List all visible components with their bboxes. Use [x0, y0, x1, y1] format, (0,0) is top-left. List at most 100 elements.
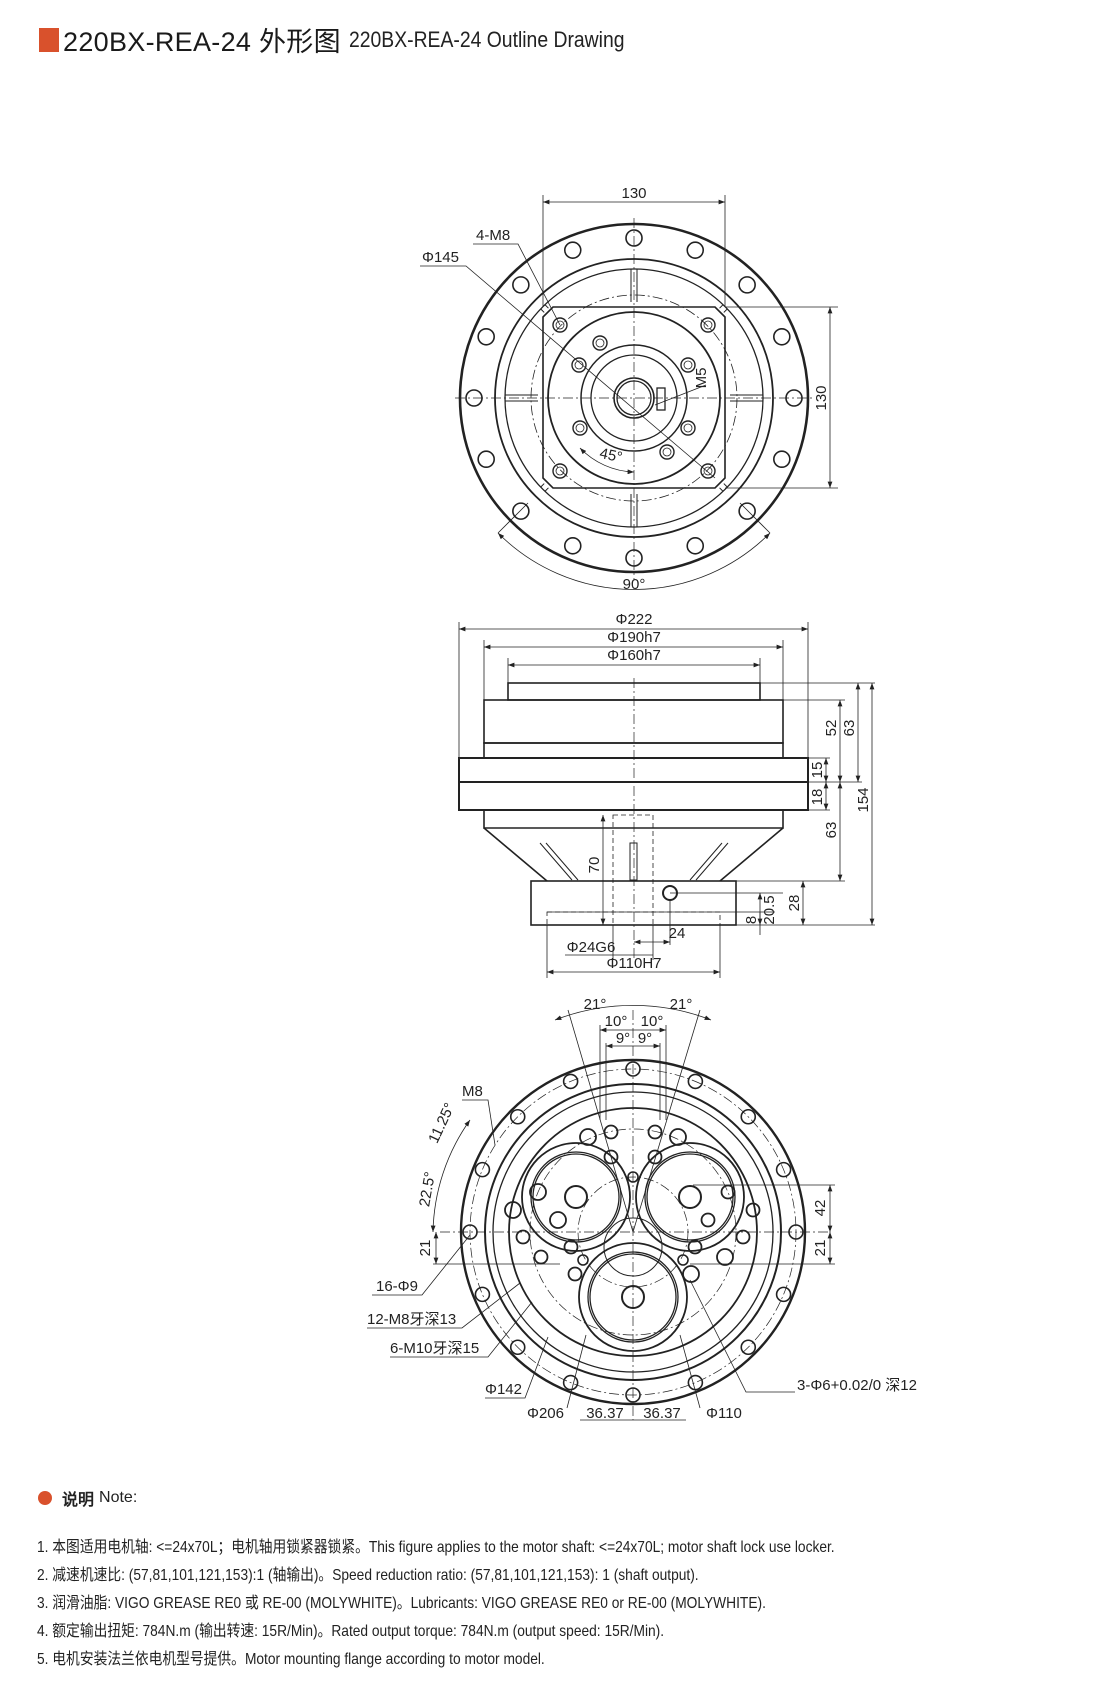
tapped-hole [579, 1128, 597, 1146]
tapped-hole [716, 1248, 734, 1266]
bolt-hole-phi9 [775, 1161, 792, 1178]
bolt-hole-phi9 [740, 1339, 757, 1356]
taper-housing [483, 827, 784, 882]
dim-width-130: 130 [621, 185, 646, 202]
top-view [420, 195, 838, 590]
small-hole-inner [595, 338, 605, 348]
angle-9-left: 9° [616, 1030, 630, 1047]
bolt-hole [738, 276, 756, 294]
title-cn: 220BX-REA-24 外形图 [63, 27, 341, 57]
dim-24: 24 [669, 925, 686, 942]
label-m5: M5 [693, 368, 710, 389]
angle-10-right: 10° [641, 1013, 664, 1030]
small-hole-inner [574, 360, 584, 370]
notes-heading-cn: 说明 [62, 1492, 95, 1509]
small-hole [592, 335, 608, 351]
m8-hole [700, 463, 716, 479]
tapped-hole [735, 1229, 751, 1245]
small-hole-inner [662, 447, 672, 457]
top-view-labels: 130 130 4-M8 Φ145 M5 45° 90° [422, 185, 830, 593]
tapped-holes [504, 1124, 761, 1283]
dim-52: 52 [823, 720, 840, 737]
dim-21-left: 21 [417, 1240, 434, 1257]
spoke [719, 487, 724, 492]
bolt-hole-phi9 [474, 1286, 491, 1303]
small-hole-inner [683, 360, 693, 370]
tapped-hole [682, 1265, 700, 1283]
tapped-hole [549, 1211, 567, 1229]
dim-36-37-left: 36.37 [586, 1405, 624, 1422]
tapped-hole [567, 1266, 583, 1282]
small-hole [659, 444, 675, 460]
dim-8: 8 [743, 916, 760, 924]
dim-63-top: 63 [841, 720, 858, 737]
label-phi206: Φ206 [527, 1405, 564, 1422]
tapped-hole [687, 1239, 703, 1255]
bolt-hole [773, 327, 791, 346]
spoke [540, 308, 545, 313]
bolt-hole-phi9 [775, 1286, 792, 1303]
dim-20-5: 20.5 [761, 895, 778, 924]
dim-36-37-right: 36.37 [643, 1405, 681, 1422]
bolt-hole [563, 537, 582, 555]
dim-phi160: Φ160h7 [607, 647, 661, 664]
tapped-hole [603, 1149, 619, 1165]
title-en: 220BX-REA-24 Outline Drawing [348, 26, 625, 52]
motor-shaft-hidden [612, 814, 654, 926]
m8-hole-inner [555, 320, 565, 330]
angle-11-25: 11.25° [425, 1100, 458, 1146]
label-phi110: Φ110 [706, 1405, 742, 1422]
side-view-labels: Φ222 Φ190h7 Φ160h7 52 63 15 18 154 63 70… [567, 611, 872, 972]
motor-adapter [530, 880, 737, 926]
bottom-view [367, 1004, 835, 1421]
dim-70: 70 [586, 857, 603, 874]
bolt-hole-phi9 [509, 1339, 526, 1356]
tapped-hole [647, 1149, 663, 1165]
body-190 [483, 699, 784, 744]
bolt-hole [738, 502, 756, 520]
label-4-m8: 4-M8 [476, 227, 510, 244]
note-item: 5. 电机安装法兰依电机型号提供。Motor mounting flange a… [37, 1651, 545, 1668]
m8-hole-inner [703, 320, 713, 330]
dim-28: 28 [786, 895, 803, 912]
note-item: 4. 额定输出扭矩: 784N.m (输出转速: 15R/Min)。Rated … [37, 1623, 665, 1640]
bolt-hole-phi9 [509, 1108, 526, 1125]
spoke [540, 483, 545, 488]
bolt-hole-phi9 [562, 1073, 579, 1090]
small-hole-inner [575, 423, 585, 433]
label-phi145: Φ145 [422, 249, 459, 266]
tapped-hole [720, 1184, 736, 1200]
spokes [505, 269, 763, 527]
label-m8: M8 [462, 1083, 483, 1100]
dim-phi222: Φ222 [616, 611, 653, 628]
motor-flange-square [542, 306, 726, 489]
tapped-hole [647, 1124, 663, 1140]
angle-21-left: 21° [584, 996, 607, 1013]
drawing-title: 220BX-REA-24 外形图 220BX-REA-24 Outline Dr… [39, 20, 662, 59]
small-hole [571, 357, 587, 373]
bolt-hole [563, 241, 582, 259]
angle-22-5: 22.5° [416, 1170, 439, 1208]
flange-upper [458, 757, 809, 783]
dowel-hole-phi6 [577, 1254, 589, 1266]
notes-section: 说明 Note: 1. 本图适用电机轴: <=24x70L；电机轴用锁紧器锁紧。… [37, 1486, 964, 1674]
dim-18: 18 [809, 789, 826, 806]
angle-9-right: 9° [638, 1030, 652, 1047]
tapped-hole [603, 1124, 619, 1140]
dim-15: 15 [809, 762, 826, 779]
tapped-hole [515, 1229, 531, 1245]
dim-phi24g6: Φ24G6 [567, 939, 616, 956]
label-12-m8: 12-M8牙深13 [367, 1311, 456, 1328]
bolt-hole-phi9 [687, 1374, 704, 1391]
dim-154: 154 [855, 787, 872, 812]
bolt-hole [686, 537, 705, 555]
bolt-hole [686, 241, 705, 259]
body-step [483, 742, 784, 759]
clamp-screw-m5 [656, 387, 666, 411]
note-item: 1. 本图适用电机轴: <=24x70L；电机轴用锁紧器锁紧。This figu… [37, 1539, 835, 1556]
m8-hole [552, 463, 568, 479]
small-hole [680, 357, 696, 373]
angle-10-left: 10° [605, 1013, 628, 1030]
bolt-hole-phi9 [625, 1061, 641, 1077]
